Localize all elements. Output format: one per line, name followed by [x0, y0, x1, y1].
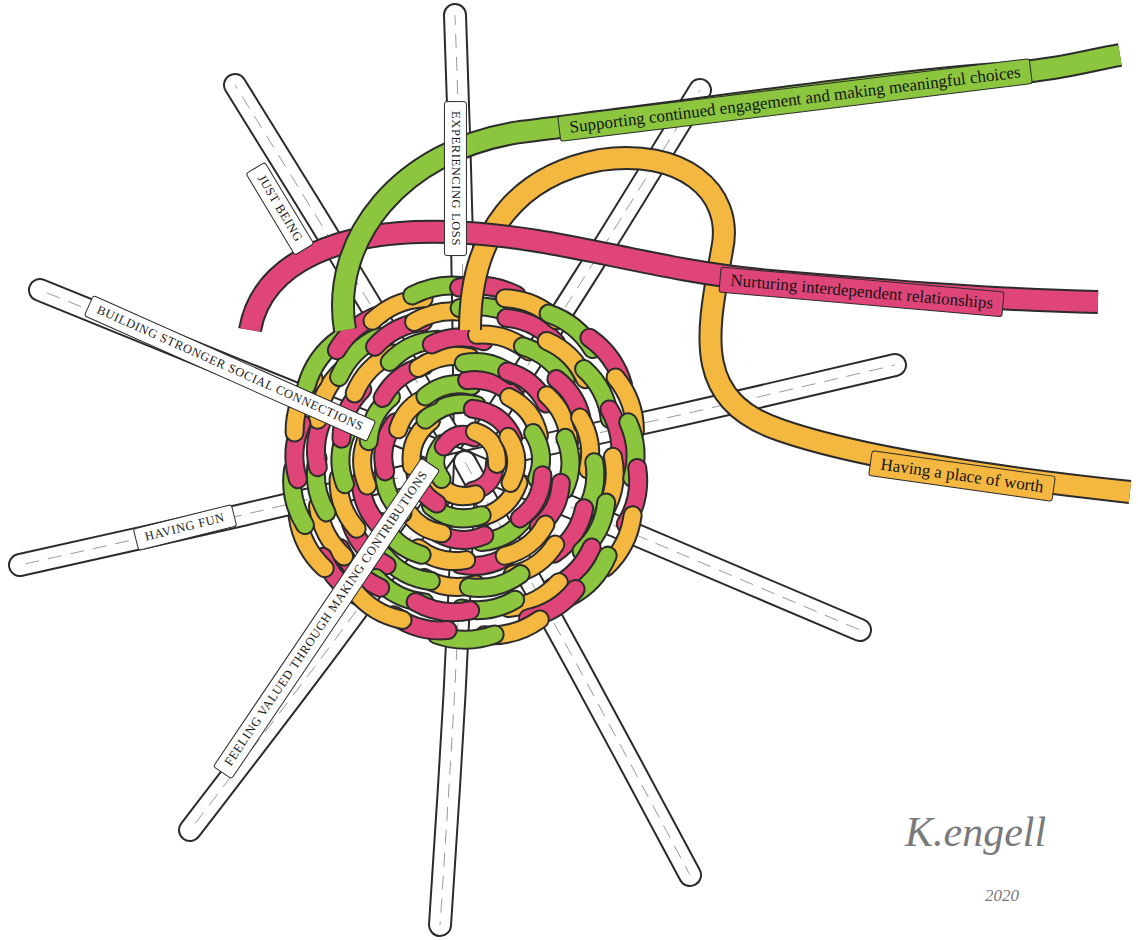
weave-strand — [508, 437, 516, 483]
spoke-stick — [465, 462, 690, 875]
ribbons — [250, 55, 1130, 492]
node-text: JUST BEING — [254, 172, 306, 245]
spoke-grain — [465, 462, 860, 630]
weave-strand — [416, 602, 471, 612]
spokes — [20, 15, 895, 925]
node-text: Having a place of worth — [879, 455, 1044, 498]
spoke-label: JUST BEING — [246, 161, 315, 255]
weave-outline — [508, 437, 516, 483]
weave-strand — [475, 432, 497, 464]
spoke-label: HAVING FUN — [133, 504, 237, 551]
node-text: BUILDING STRONGER SOCIAL CONNECTIONS — [94, 302, 365, 434]
ribbon-label: Supporting continued engagement and maki… — [557, 58, 1033, 142]
weave-outline — [520, 475, 543, 518]
signature: K.engell — [905, 808, 1046, 856]
ribbon-outline — [343, 55, 1120, 330]
weave-strand — [469, 574, 521, 588]
ribbon-band — [250, 232, 1098, 330]
ribbon-band — [343, 55, 1120, 330]
node-text: FEELING VALUED THROUGH MAKING CONTRIBUTI… — [221, 468, 431, 769]
spoke-label: BUILDING STRONGER SOCIAL CONNECTIONS — [84, 294, 377, 441]
weave-strand — [354, 591, 402, 620]
weave-outline — [469, 574, 521, 588]
node-text: Nurturing interdependent relationships — [730, 271, 994, 314]
ribbon-label: Having a place of worth — [868, 450, 1056, 502]
signature: 2020 — [985, 886, 1019, 906]
spoke-stick — [465, 462, 860, 630]
ribbon-label: Nurturing interdependent relationships — [719, 267, 1006, 318]
spoke-outline — [465, 462, 690, 875]
weave-outline — [416, 602, 471, 612]
ribbon-band — [470, 158, 1130, 492]
spoke-outline — [465, 462, 860, 630]
node-text: HAVING FUN — [143, 510, 226, 544]
weave-strand — [520, 475, 543, 518]
weave-outline — [354, 591, 402, 620]
weave-outline — [475, 432, 497, 464]
ribbon-outline — [250, 232, 1098, 330]
ribbon-outline — [470, 158, 1130, 492]
spoke-grain — [465, 462, 690, 875]
node-text: EXPERIENCING LOSS — [447, 111, 462, 246]
spoke-label: FEELING VALUED THROUGH MAKING CONTRIBUTI… — [212, 457, 440, 779]
node-text: Supporting continued engagement and maki… — [568, 62, 1021, 137]
spoke-label: EXPERIENCING LOSS — [443, 101, 466, 256]
